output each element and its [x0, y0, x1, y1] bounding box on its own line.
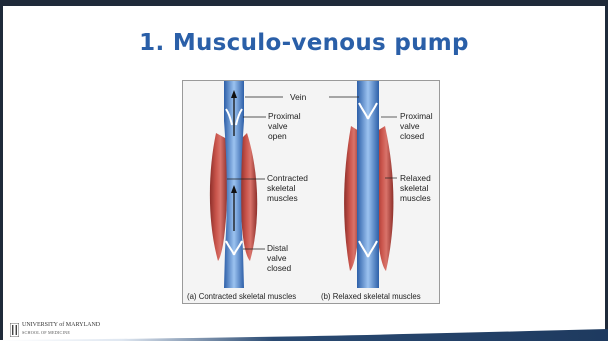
musculo-venous-pump-figure: Vein Proximal valve open Proximal valve …: [182, 80, 440, 304]
proximal-valve-closed-label: Proximal valve closed: [400, 111, 433, 141]
university-logo: UNIVERSITY of MARYLAND SCHOOL OF MEDICIN…: [10, 322, 105, 339]
contracted-panel: [210, 81, 257, 288]
distal-valve-closed-label: Distal valve closed: [267, 243, 291, 273]
proximal-valve-open-label: Proximal valve open: [268, 111, 301, 141]
relaxed-muscles-label: Relaxed skeletal muscles: [400, 173, 431, 203]
caption-contracted: (a) Contracted skeletal muscles: [187, 292, 296, 301]
university-shield-icon: [10, 323, 19, 337]
vein-label: Vein: [290, 92, 306, 102]
slide-title: 1. Musculo-venous pump: [0, 30, 608, 56]
caption-relaxed: (b) Relaxed skeletal muscles: [321, 292, 421, 301]
contracted-muscles-label: Contracted skeletal muscles: [267, 173, 308, 203]
relaxed-panel: [344, 81, 393, 288]
left-muscle-left: [210, 133, 228, 261]
slide-top-border: [0, 0, 608, 6]
logo-university-name: UNIVERSITY of MARYLAND: [22, 322, 100, 328]
left-muscle-right: [240, 133, 257, 261]
logo-school-name: SCHOOL OF MEDICINE: [22, 330, 70, 335]
